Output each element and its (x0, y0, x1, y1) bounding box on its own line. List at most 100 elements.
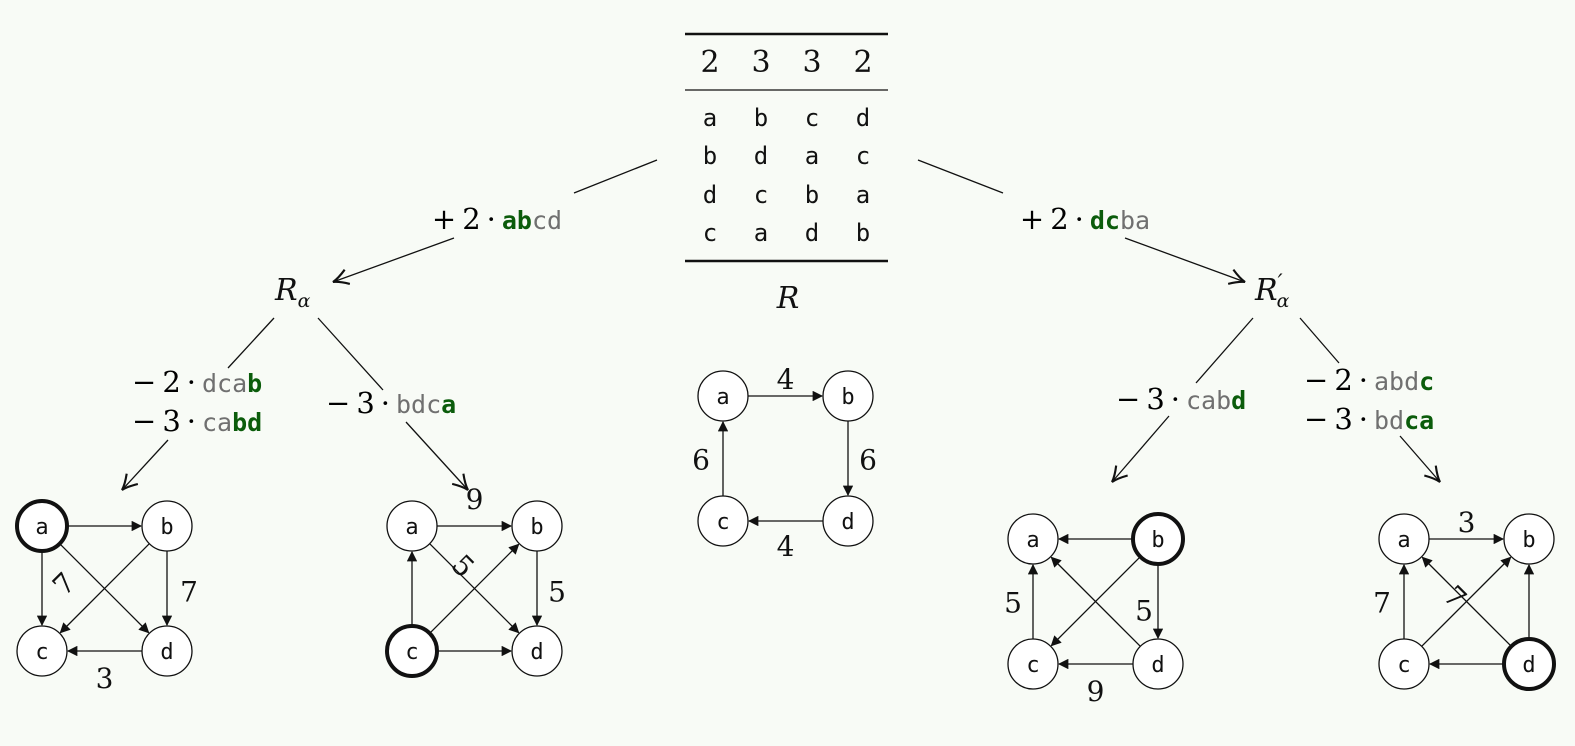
graph-edge (1050, 556, 1141, 647)
table-cell: c (703, 219, 717, 247)
branch-arrow-left (332, 237, 455, 285)
graph-node-b (511, 500, 563, 552)
table-cell: b (754, 104, 768, 132)
edge-weight-label: 5 (1135, 595, 1153, 628)
graph-node-b (822, 370, 874, 422)
table-cell: d (805, 219, 819, 247)
graph-node-b (1503, 513, 1555, 565)
sub-branch-arrow (1399, 435, 1441, 483)
sub-branch-line (1299, 317, 1340, 364)
graph-node-label: c (1397, 653, 1410, 678)
sub-op-line: −3·cabd (1116, 382, 1246, 416)
branch-arrow-right (1124, 237, 1246, 285)
sub-branch-line (317, 317, 384, 391)
table-header-cell: 3 (751, 45, 770, 80)
graph-node-a (1378, 513, 1430, 565)
graph-node-c (385, 624, 439, 678)
table-header-cell: 2 (853, 45, 872, 80)
sub-op-group-4: −2·abdc −3·bdca (1304, 363, 1434, 436)
node-r-alpha: Rα (274, 273, 311, 312)
table-cell: a (703, 104, 717, 132)
graph-node-label: c (35, 640, 48, 665)
graph-edge (1421, 556, 1512, 647)
table-cell: c (754, 181, 768, 209)
node-r-alpha-prime: R′α (1254, 271, 1290, 312)
graph-node-label: c (716, 510, 729, 535)
table-cell: b (856, 219, 870, 247)
graph-node-label: d (841, 510, 854, 535)
graph-node-c (697, 495, 749, 547)
graph-node-label: b (1522, 528, 1535, 553)
graph-node-d (1132, 638, 1184, 690)
graph-node-label: d (530, 640, 543, 665)
graph-right-1: 5 5 9 a b c d (1004, 512, 1185, 708)
table-cell: a (754, 219, 768, 247)
graph-node-label: b (841, 385, 854, 410)
edge-weight-label: 6 (859, 444, 877, 477)
edge-weight-label: 7 (46, 566, 82, 602)
sub-op-line: −2·dcab (132, 365, 262, 399)
sub-branch-arrow (121, 439, 169, 491)
graph-node-a (15, 499, 69, 553)
graph-node-label: d (1151, 653, 1164, 678)
branch-op-left: +2·abcd (432, 202, 562, 236)
branch-op-right: +2·dcba (1020, 202, 1150, 236)
table-cell: d (703, 181, 717, 209)
graph-node-c (1007, 638, 1059, 690)
graph-node-a (386, 500, 438, 552)
graph-node-c (16, 625, 68, 677)
graph-node-label: d (1522, 653, 1535, 678)
table-cell: a (805, 142, 819, 170)
sub-op-line: −3·cabd (132, 404, 262, 438)
graph-node-label: d (160, 640, 173, 665)
edge-weight-label: 9 (466, 483, 484, 516)
graph-node-b (141, 500, 193, 552)
sub-op-line: −3·bdca (1304, 402, 1434, 436)
graph-node-a (697, 370, 749, 422)
sub-branch-line (227, 317, 275, 369)
graph-node-a (1007, 513, 1059, 565)
edge-weight-label: 5 (548, 576, 566, 609)
graph-node-d (1502, 637, 1556, 691)
sub-branch-arrow (405, 421, 469, 491)
graph-node-label: a (716, 385, 729, 410)
sub-branch-line (1195, 317, 1254, 384)
table-cell: c (805, 104, 819, 132)
graph-node-b (1131, 512, 1185, 566)
preference-table: 2 3 3 2 a b c d b d a c d c b a c a d b (685, 32, 888, 263)
edge-weight-label: 4 (777, 530, 795, 563)
sub-op-group-1: −2·dcab −3·cabd (132, 365, 262, 438)
edge-weight-label: 6 (692, 444, 710, 477)
table-cell: d (856, 104, 870, 132)
sub-op-line: −2·abdc (1304, 363, 1434, 397)
edge-weight-label: 3 (1458, 506, 1476, 539)
graph-node-label: a (1026, 528, 1039, 553)
sub-op-line: −3·bdca (326, 386, 456, 420)
graph-node-label: a (405, 515, 418, 540)
graph-edge (59, 543, 150, 634)
graph-node-label: b (530, 515, 543, 540)
table-cell: c (856, 142, 870, 170)
graph-edge (429, 543, 520, 634)
graph-node-label: b (1151, 528, 1164, 553)
edge-weight-label: 3 (96, 662, 114, 695)
table-header-cell: 2 (700, 45, 719, 80)
edge-weight-label: 7 (1373, 587, 1391, 620)
edge-weight-label: 7 (1437, 579, 1473, 615)
graph-node-label: c (405, 640, 418, 665)
graph-node-label: b (160, 515, 173, 540)
edge-weight-label: 9 (1087, 675, 1105, 708)
table-cell: d (754, 142, 768, 170)
table-cell: b (805, 181, 819, 209)
table-cell: b (703, 142, 717, 170)
graph-node-label: c (1026, 653, 1039, 678)
sub-branch-arrow (1111, 415, 1170, 483)
edge-weight-label: 5 (1004, 587, 1022, 620)
